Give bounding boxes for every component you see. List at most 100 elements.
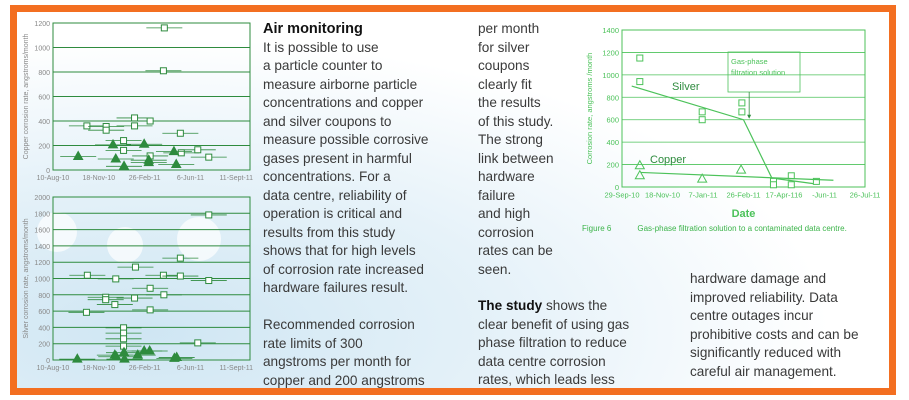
- text-line: angstroms per month for: [263, 354, 412, 369]
- data-point-triangle: [72, 150, 84, 161]
- y-tick-label: 600: [606, 116, 619, 125]
- text-line: corrosion: [478, 224, 534, 240]
- y-tick-label: 800: [606, 93, 619, 102]
- y-tick-label: 1200: [34, 260, 50, 267]
- text-line: clearly fit: [478, 76, 532, 92]
- text-line: rates can be: [478, 243, 553, 258]
- data-point-square: [131, 122, 139, 130]
- text-line: measure airborne particle: [263, 76, 418, 92]
- data-point-square: [787, 181, 795, 189]
- data-point-square: [146, 306, 154, 314]
- data-point-triangle: [634, 169, 646, 180]
- data-point-square: [159, 67, 167, 75]
- data-point-square: [176, 272, 184, 280]
- y-tick-label: 600: [38, 309, 50, 316]
- data-point-square: [205, 153, 213, 161]
- x-tick-label: 7-Jan-11: [688, 191, 717, 200]
- text-line: hardware: [478, 169, 535, 184]
- data-point-square: [698, 116, 706, 124]
- text-line: rates, which leads less: [478, 372, 615, 387]
- x-tick-label: 18-Nov-10: [645, 191, 680, 200]
- text-line: phase filtration to reduce: [478, 335, 627, 350]
- text-line: a particle counter to: [263, 58, 383, 73]
- text-line: and silver coupons to: [263, 113, 392, 129]
- data-point-square: [160, 24, 168, 32]
- text-line: concentrations and copper: [263, 95, 424, 110]
- text-line: measure possible corrosive: [263, 132, 429, 147]
- data-point-square: [83, 122, 91, 130]
- text-line: clear benefit of using gas: [478, 316, 630, 332]
- x-tick-label: 11-Sept-11: [219, 365, 253, 372]
- data-point-square: [146, 117, 154, 125]
- text-line: link between: [478, 150, 554, 166]
- data-point-square: [146, 284, 154, 292]
- y-tick-label: 400: [38, 119, 50, 126]
- text-line: and high: [478, 206, 531, 221]
- x-tick-label: 18-Nov-10: [82, 365, 115, 372]
- data-point-triangle: [107, 138, 119, 149]
- data-point-triangle: [696, 173, 708, 183]
- text-line: rate limits of 300: [263, 335, 363, 351]
- x-tick-label: 26-Feb-11: [129, 175, 161, 182]
- text-line: centre outages incur: [690, 308, 814, 323]
- text-line: It is possible to use: [263, 39, 379, 55]
- data-point-square: [120, 137, 128, 145]
- y-tick-label: 200: [38, 144, 50, 151]
- y-tick-label: 1400: [602, 26, 619, 35]
- y-tick-label: 400: [38, 325, 50, 332]
- data-point-triangle: [144, 345, 156, 355]
- y-tick-label: 800: [38, 293, 50, 300]
- text-line: for silver: [478, 39, 530, 55]
- data-point-square: [698, 108, 706, 116]
- y-axis-label: Copper corrosion rate, angstroms/month: [23, 34, 30, 160]
- y-tick-label: 1200: [602, 48, 619, 57]
- figure-label: Figure 6: [582, 224, 612, 233]
- y-tick-label: 1200: [34, 21, 50, 28]
- annotation-text: filtration solution: [731, 68, 785, 77]
- data-point-square: [738, 108, 746, 116]
- data-point-square: [83, 271, 91, 279]
- text-line: results from this study: [263, 224, 396, 240]
- data-point-square: [120, 146, 128, 154]
- y-tick-label: 1600: [34, 228, 50, 235]
- article-column-2-tail: clear benefit of using gas phase filtrati…: [478, 316, 629, 390]
- data-point-square: [176, 129, 184, 137]
- data-point-square: [176, 254, 184, 262]
- text-line: concentrations. For a: [263, 169, 391, 184]
- x-tick-label: 6-Jun-11: [177, 175, 204, 182]
- text-line: [263, 298, 428, 317]
- x-tick-label: 29-Sep-10: [604, 191, 639, 200]
- x-axis-label: Date: [732, 208, 756, 220]
- data-point-square: [812, 177, 820, 185]
- bokeh-decoration: [107, 227, 143, 263]
- y-axis-label: Silver corrosion rate, angstroms/month: [23, 218, 30, 338]
- trend-line-silver: [631, 85, 814, 185]
- y-tick-label: 1000: [34, 46, 50, 53]
- series-label-copper: Copper: [650, 154, 686, 166]
- y-tick-label: 0: [615, 183, 619, 192]
- text-line: copper and 200 angstroms: [263, 372, 425, 388]
- silver-corrosion-chart: 020040060080010001200140016001800200010-…: [23, 195, 253, 372]
- bokeh-decoration: [177, 217, 221, 261]
- x-tick-label: 26-Feb-11: [726, 191, 760, 200]
- data-point-square: [160, 291, 168, 299]
- data-point-square: [636, 78, 644, 86]
- data-point-square: [205, 211, 213, 219]
- x-tick-label: 18-Nov-10: [82, 175, 115, 182]
- data-point-square: [112, 275, 120, 283]
- text-line: operation is critical and: [263, 206, 403, 221]
- data-point-square: [159, 271, 167, 279]
- text-line: Recommended corrosion: [263, 317, 415, 332]
- text-line: of corrosion rate increased: [263, 261, 424, 277]
- data-point-triangle: [119, 353, 130, 363]
- x-tick-label: 17-Apr-116: [766, 191, 803, 200]
- text-line: seen.: [478, 261, 512, 277]
- text-line: gases present in harmful: [263, 150, 412, 166]
- x-tick-label: -Jun-11: [812, 191, 837, 200]
- y-tick-label: 1400: [34, 244, 50, 251]
- study-heading: The study: [478, 298, 543, 313]
- data-point-square: [111, 301, 119, 309]
- bokeh-decoration: [37, 212, 77, 252]
- x-tick-label: 26-Jul-11: [850, 191, 880, 200]
- series-label-silver: Silver: [672, 81, 700, 93]
